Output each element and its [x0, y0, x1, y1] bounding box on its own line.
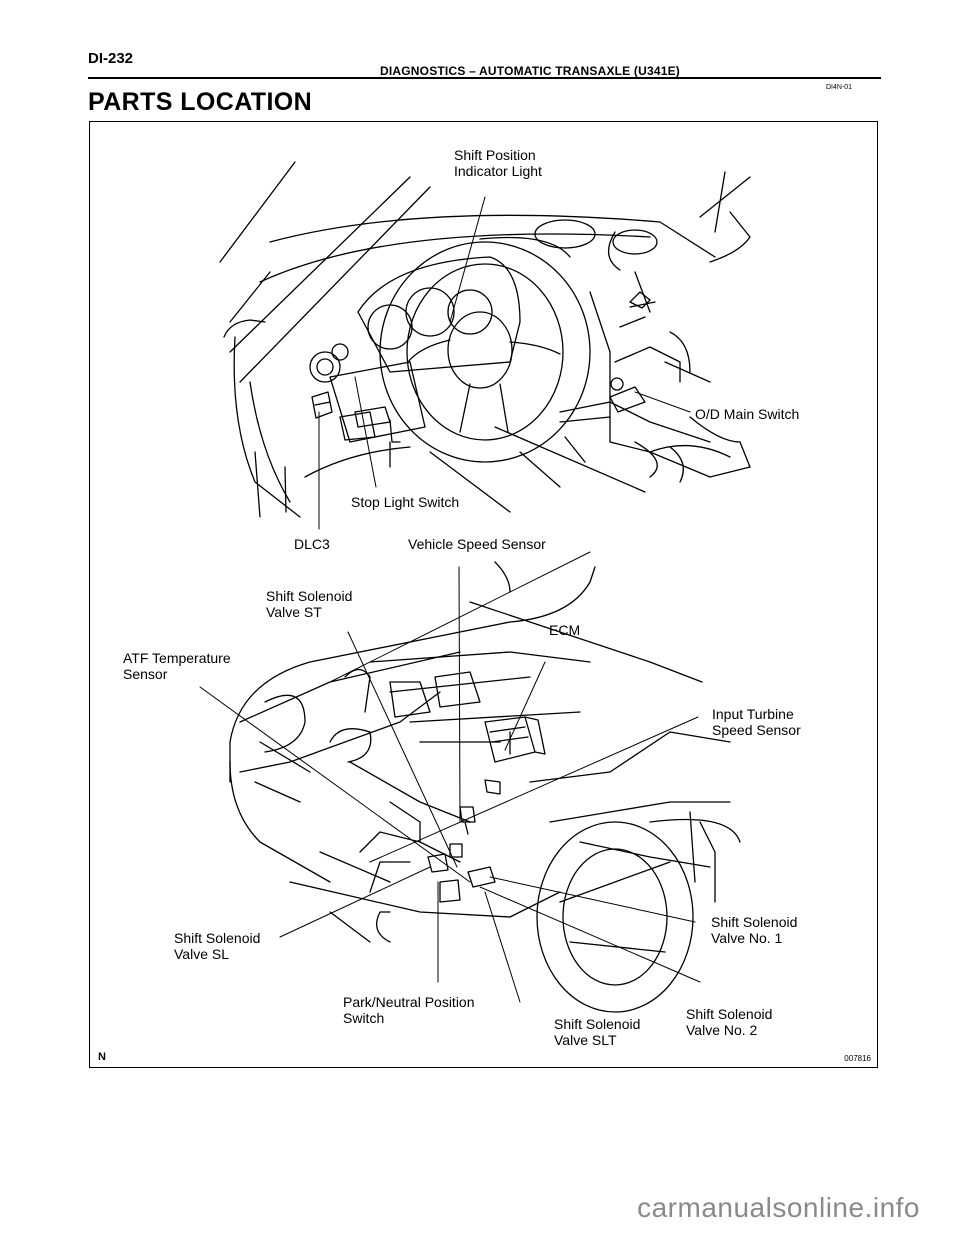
label-ecm: ECM — [549, 622, 581, 638]
label-shift-solenoid-valve-no2: Shift Solenoid Valve No. 2 — [686, 1006, 773, 1038]
label-vehicle-speed-sensor: Vehicle Speed Sensor — [408, 536, 546, 552]
label-shift-solenoid-valve-st: Shift Solenoid Valve ST — [266, 588, 353, 620]
figure-corner-mark: N — [98, 1051, 106, 1063]
page-title: PARTS LOCATION — [88, 88, 313, 116]
header-rule — [88, 77, 881, 79]
label-dlc3: DLC3 — [294, 536, 330, 552]
page-number: DI-232 — [88, 50, 134, 67]
parts-location-figure: Shift Position Indicator Light O/D Main … — [89, 121, 878, 1068]
label-shift-solenoid-valve-no1: Shift Solenoid Valve No. 1 — [711, 914, 798, 946]
document-code: DI4N-01 — [826, 84, 853, 91]
label-stop-light-switch: Stop Light Switch — [351, 494, 460, 510]
label-shift-position-indicator-light: Shift Position Indicator Light — [454, 147, 542, 179]
label-atf-temperature-sensor: ATF Temperature Sensor — [123, 650, 231, 682]
leader-lines — [199, 196, 701, 1003]
label-park-neutral-position-switch: Park/Neutral Position Switch — [343, 994, 475, 1026]
vehicle-illustration — [199, 161, 751, 1013]
label-od-main-switch: O/D Main Switch — [695, 406, 800, 422]
label-input-turbine-speed-sensor: Input Turbine Speed Sensor — [712, 706, 801, 738]
figure-code: 007816 — [844, 1054, 871, 1063]
label-shift-solenoid-valve-slt: Shift Solenoid Valve SLT — [554, 1016, 641, 1048]
dashboard-drawing — [219, 161, 751, 518]
label-shift-solenoid-valve-sl: Shift Solenoid Valve SL — [174, 930, 261, 962]
section-header: DIAGNOSTICS – AUTOMATIC TRANSAXLE (U341E… — [380, 64, 681, 78]
engine-bay-drawing — [229, 561, 741, 1013]
watermark: carmanualsonline.info — [637, 1192, 920, 1223]
